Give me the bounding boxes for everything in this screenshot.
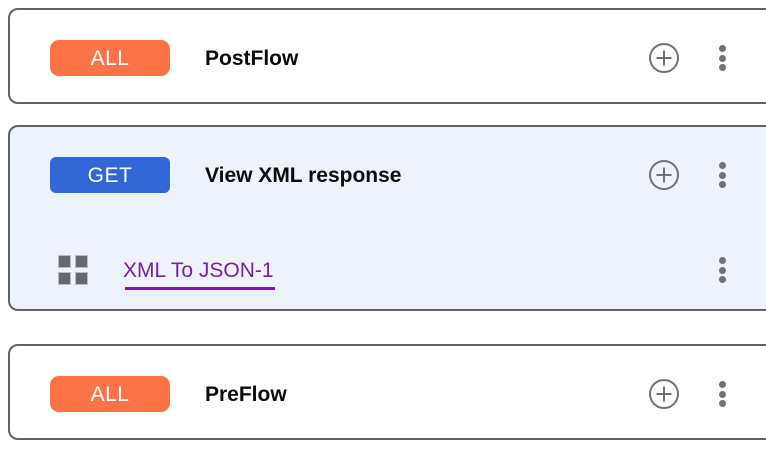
plus-circle-icon[interactable]	[648, 378, 680, 410]
more-vertical-icon[interactable]	[711, 254, 733, 286]
kebab-dot	[718, 54, 726, 62]
policy-link-xml-to-json[interactable]: XML To JSON-1	[123, 258, 275, 290]
kebab-dot	[718, 390, 726, 398]
kebab-dot	[718, 276, 726, 283]
kebab-dot	[718, 45, 726, 52]
plus-circle-icon[interactable]	[648, 42, 680, 74]
flow-header-row[interactable]: ALL PostFlow	[10, 30, 766, 86]
flow-title: View XML response	[205, 163, 402, 187]
flow-card-postflow[interactable]: ALL PostFlow	[8, 8, 766, 104]
kebab-dot	[718, 64, 726, 71]
kebab-dot	[718, 400, 726, 407]
method-badge-all: ALL	[50, 40, 170, 76]
flow-header-row[interactable]: ALL PreFlow	[10, 366, 766, 422]
flow-card-preflow[interactable]: ALL PreFlow	[8, 344, 766, 440]
flow-header-row[interactable]: GET View XML response	[10, 147, 766, 203]
more-vertical-icon[interactable]	[711, 42, 733, 74]
kebab-dot	[718, 381, 726, 388]
method-badge-get: GET	[50, 157, 170, 193]
policy-row[interactable]: XML To JSON-1	[10, 242, 766, 298]
plus-circle-icon[interactable]	[648, 159, 680, 191]
kebab-dot	[718, 171, 726, 179]
more-vertical-icon[interactable]	[711, 159, 733, 191]
kebab-dot	[718, 162, 726, 169]
flow-title: PostFlow	[205, 46, 299, 70]
kebab-dot	[718, 257, 726, 264]
kebab-dot	[718, 181, 726, 188]
kebab-dot	[718, 266, 726, 274]
flow-card-view-xml-response[interactable]: GET View XML response XML To JSON-1	[8, 125, 766, 311]
more-vertical-icon[interactable]	[711, 378, 733, 410]
method-badge-all: ALL	[50, 376, 170, 412]
grid-squares-icon	[58, 255, 88, 285]
flow-title: PreFlow	[205, 382, 287, 406]
